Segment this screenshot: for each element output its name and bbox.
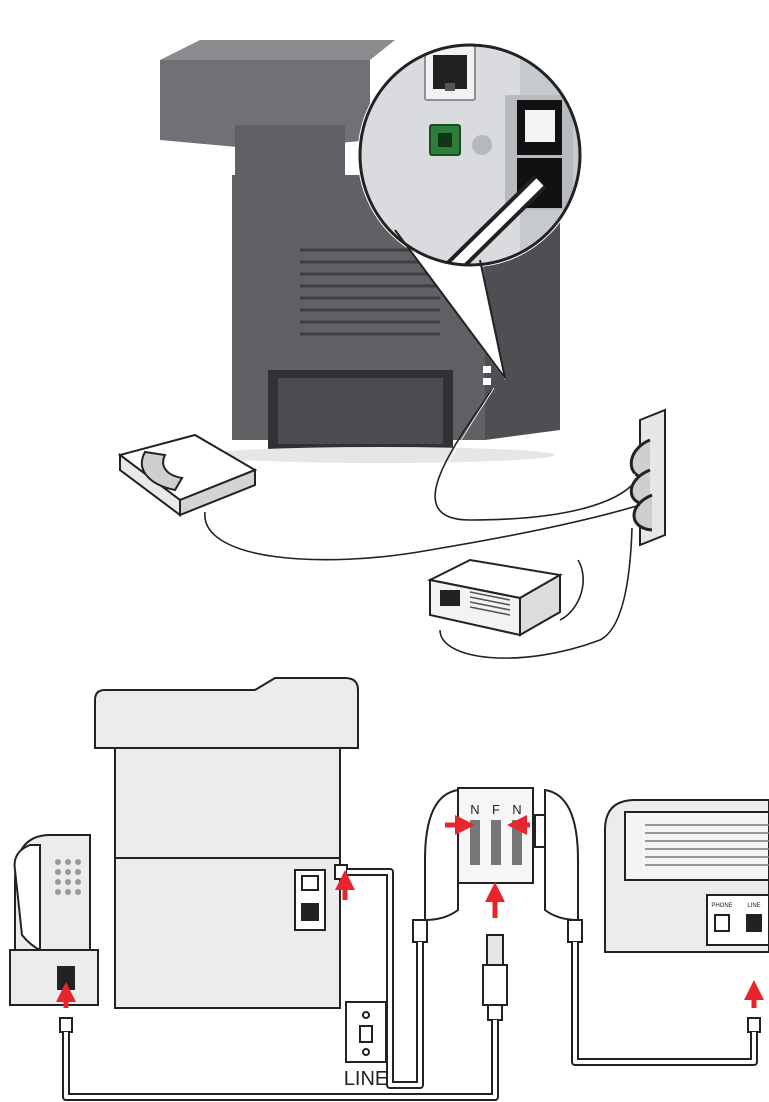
splitter-plug-bottom: [483, 935, 507, 1020]
wall-splitter-icon: [631, 410, 665, 545]
line-port-icon: [747, 915, 761, 931]
wall-splitter-icon: N F N: [458, 788, 533, 883]
phone-port-icon: [715, 915, 729, 931]
telephone-icon: [10, 835, 98, 1005]
wall-jack-label: LINE: [344, 1068, 388, 1090]
answering-phone-port-label: PHONE: [711, 903, 732, 909]
printer-outline: [95, 678, 358, 1008]
ext-port-icon: [302, 876, 318, 890]
splitter-label-n1: N: [470, 802, 479, 817]
answering-line-port-label: LINE: [747, 903, 760, 909]
wall-jack-icon: [346, 1002, 386, 1062]
answering-machine-icon: [430, 560, 560, 635]
splitter-label-f: F: [492, 802, 500, 817]
telephone-icon: [120, 435, 255, 515]
ethernet-port-icon: [483, 366, 491, 373]
line-port-icon: [302, 904, 318, 920]
fax-line-port-icon: [483, 378, 491, 385]
splitter-adapter-right: [535, 790, 582, 942]
bottom-connection-diagram: LINE N F N: [10, 678, 769, 1097]
splitter-label-n2: N: [512, 802, 521, 817]
answering-machine-icon: [605, 800, 769, 952]
